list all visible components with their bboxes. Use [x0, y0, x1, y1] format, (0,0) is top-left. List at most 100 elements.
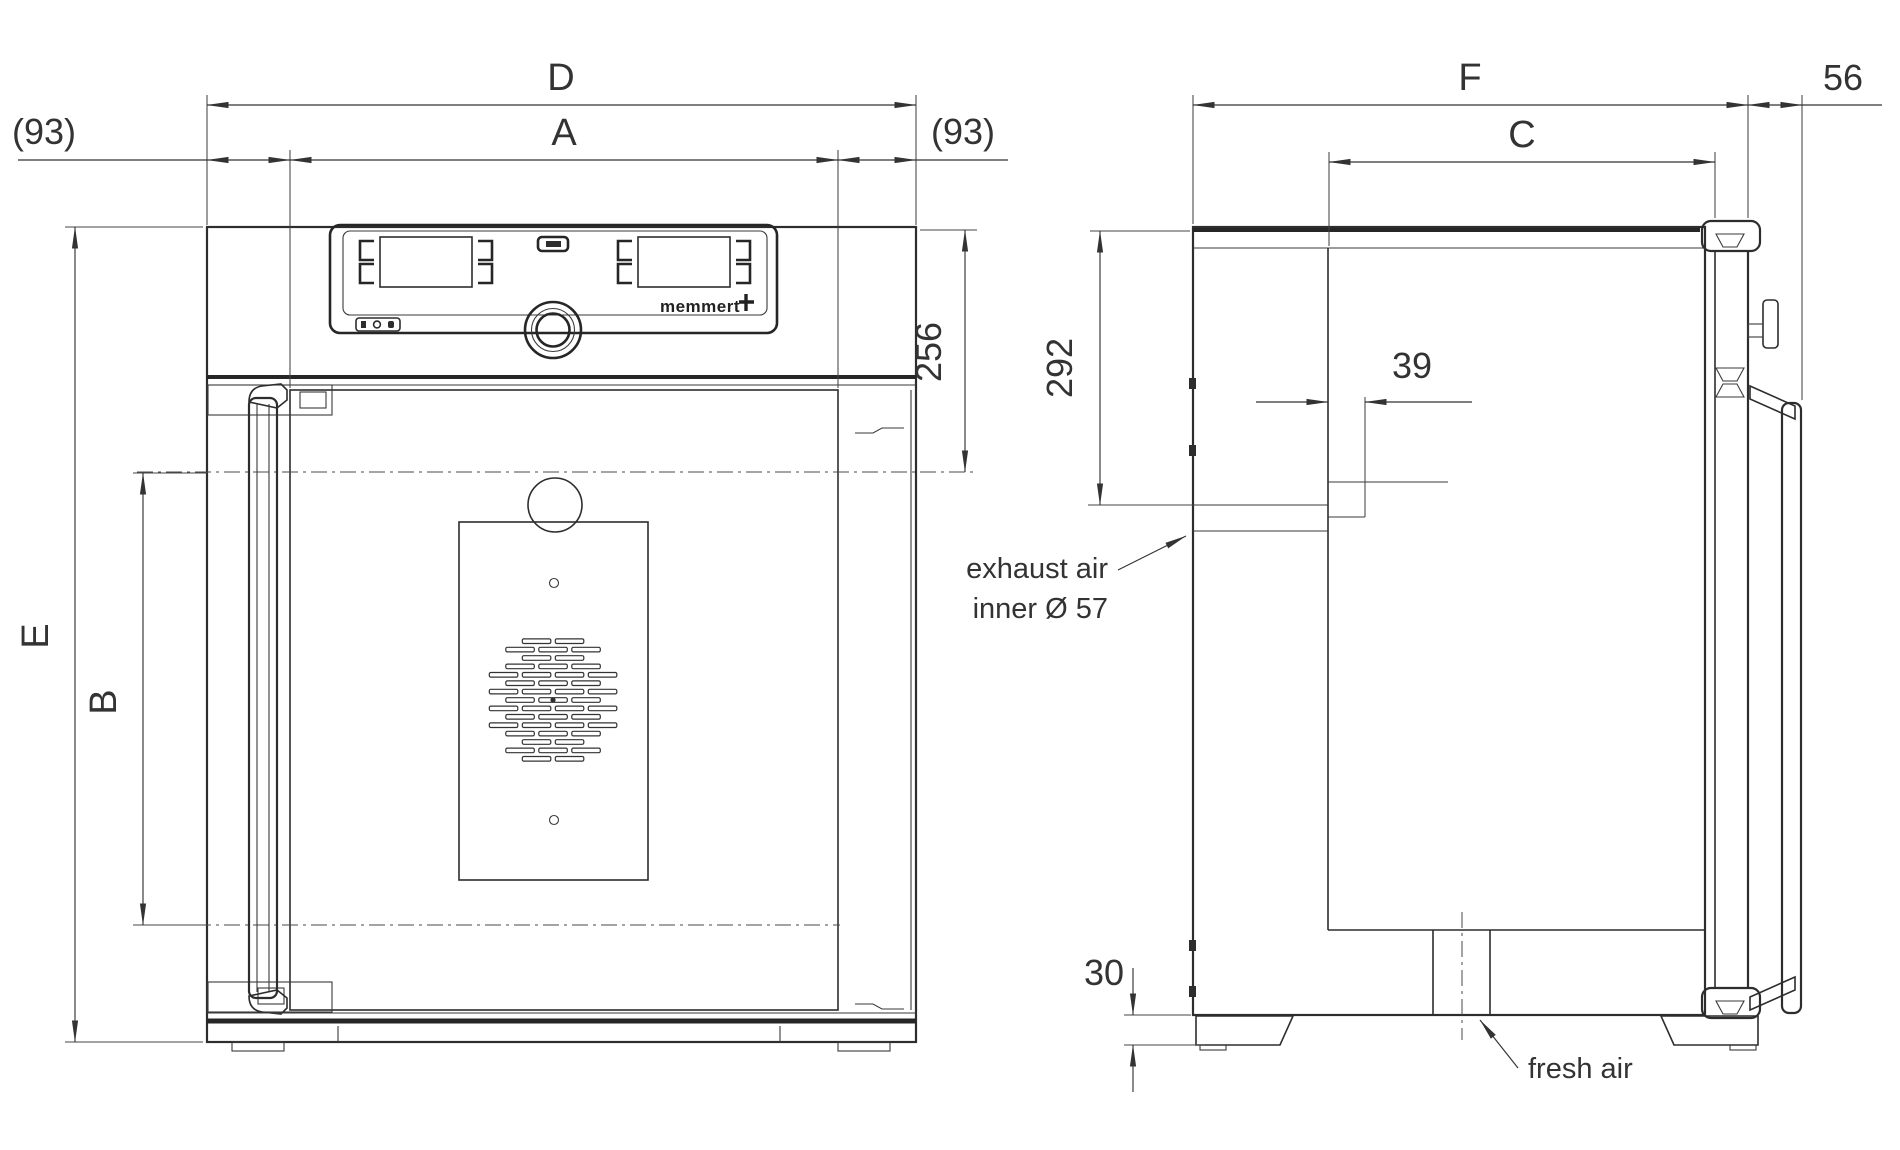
side-body-outline	[1191, 225, 1707, 1017]
grille-slot	[554, 705, 585, 712]
exhaust-duct	[1193, 397, 1448, 532]
grille-slot	[538, 663, 568, 670]
grille-slot	[538, 646, 568, 653]
dim-label-56: 56	[1823, 57, 1863, 98]
latch-mark	[855, 1003, 904, 1010]
grille-slot	[587, 705, 618, 712]
dimension-C: C	[1328, 114, 1716, 246]
grille-slot	[521, 722, 552, 729]
dim-label-256: 256	[908, 322, 949, 382]
grille-slot	[587, 688, 618, 695]
softkey-bracket-icon	[358, 262, 374, 285]
grille-slot	[554, 755, 585, 762]
grille-slot	[505, 747, 535, 754]
dim-label-39: 39	[1392, 345, 1432, 386]
dim-label-93-right: (93)	[931, 111, 995, 152]
usb-port-icon	[536, 235, 570, 253]
dimension-39: 39	[1256, 345, 1472, 406]
grille-slot	[488, 722, 519, 729]
dimension-292: 292	[1039, 230, 1193, 506]
grille-slot	[521, 638, 552, 645]
grille-slot	[571, 730, 601, 737]
grille-slot	[521, 671, 552, 678]
interior-back-panel	[458, 477, 649, 881]
dimension-A: A	[289, 112, 839, 388]
grille-center-mark	[550, 697, 556, 703]
exhaust-leader-line	[1117, 535, 1187, 571]
latch-mark	[855, 427, 904, 434]
foot-pad	[1199, 1044, 1227, 1051]
dim-label-30: 30	[1084, 952, 1124, 993]
panel-status-icons	[355, 317, 401, 332]
dimension-F: F	[1192, 57, 1749, 224]
grille-slot	[554, 655, 585, 661]
dimension-B: B	[83, 472, 207, 926]
grille-slot	[538, 730, 568, 737]
side-door	[1700, 219, 1803, 1020]
control-panel: memmert	[328, 223, 779, 360]
grille-slot	[538, 680, 568, 687]
dim-label-A: A	[551, 112, 577, 154]
lock-icon	[388, 321, 394, 328]
dim-label-C: C	[1508, 114, 1535, 156]
foot	[1195, 1015, 1295, 1046]
grille-slot	[554, 739, 585, 745]
door-window	[289, 389, 839, 1011]
alarm-icon	[361, 321, 366, 328]
softkey-bracket-icon	[478, 239, 494, 262]
door-hinge-cap-top	[1700, 219, 1762, 253]
power-icon	[372, 320, 382, 329]
grille-slot	[554, 722, 585, 729]
grille-slot	[488, 671, 519, 678]
grille-slot	[571, 747, 601, 754]
grille-slot	[505, 646, 535, 653]
perforated-grille	[488, 638, 618, 762]
display-right	[637, 236, 731, 288]
grille-slot	[571, 646, 601, 653]
grille-slot	[488, 688, 519, 695]
fresh-air-pipe	[1432, 912, 1491, 1040]
dimension-D: D	[206, 57, 917, 225]
dimension-30: 30	[1084, 952, 1205, 1092]
door-handle-side	[1780, 401, 1803, 1015]
grille-slot	[571, 697, 601, 703]
grille-slot	[587, 722, 618, 729]
dim-label-D: D	[547, 57, 574, 99]
door-latch	[1762, 299, 1779, 349]
door-hinge-cap-bottom	[1700, 986, 1762, 1020]
grille-slot	[521, 705, 552, 712]
hinge-nub	[1189, 445, 1196, 456]
grille-slot	[505, 697, 535, 703]
grille-slot	[538, 747, 568, 754]
dim-label-93-left: (93)	[12, 111, 76, 152]
softkey-bracket-icon	[358, 239, 374, 262]
grille-slot	[521, 755, 552, 762]
dim-label-B: B	[83, 689, 125, 714]
display-left	[379, 236, 473, 288]
screw-hole-icon	[548, 577, 560, 589]
grille-slot	[554, 671, 585, 678]
grille-slot	[554, 688, 585, 695]
exhaust-air-annotation: exhaust air inner Ø 57	[966, 535, 1187, 625]
fresh-air-annotation: fresh air	[1479, 1019, 1633, 1085]
memmert-logo: memmert	[660, 297, 740, 316]
door-handle	[247, 383, 288, 1015]
softkey-bracket-icon	[736, 239, 752, 262]
grille-slot	[505, 730, 535, 737]
softkey-bracket-icon	[478, 262, 494, 285]
fresh-air-leader-line	[1479, 1019, 1519, 1069]
exhaust-air-label-line2: inner Ø 57	[973, 593, 1108, 625]
exhaust-air-label-line1: exhaust air	[966, 553, 1108, 585]
foot	[231, 1041, 285, 1052]
softkey-bracket-icon	[736, 262, 752, 285]
dim-label-292: 292	[1039, 338, 1080, 398]
grille-slot	[488, 705, 519, 712]
hinge-nub	[1189, 378, 1196, 389]
foot-pad	[1729, 1044, 1757, 1051]
grille-slot	[587, 671, 618, 678]
door-hinge-mid	[1715, 367, 1745, 382]
grille-slot	[521, 655, 552, 661]
fresh-air-label: fresh air	[1528, 1053, 1633, 1085]
